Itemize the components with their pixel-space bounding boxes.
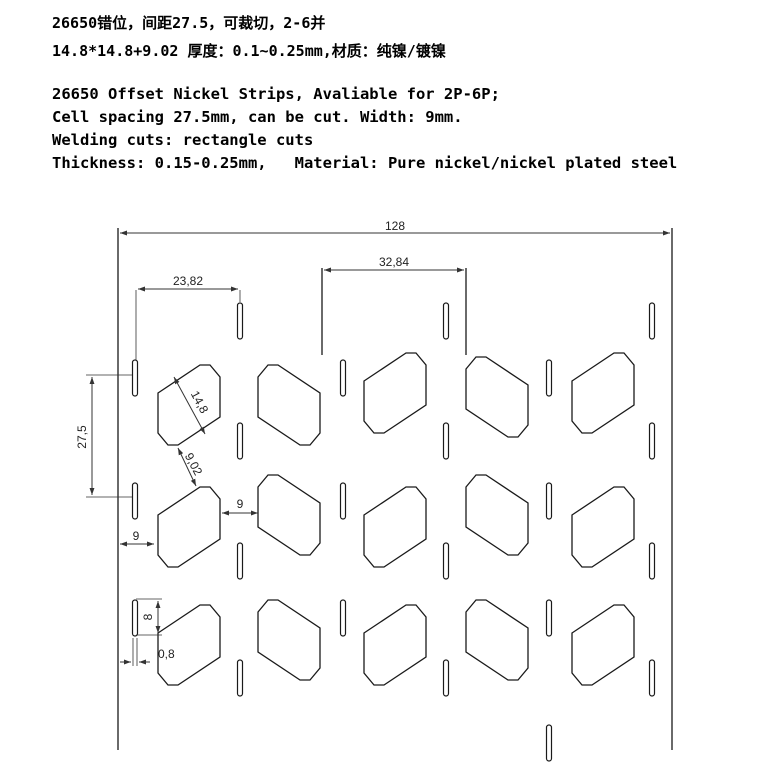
weld-pads (157, 352, 635, 686)
spec-en-line-1: 26650 Offset Nickel Strips, Avaliable fo… (52, 85, 500, 103)
dim-slot-width-label: 0,8 (158, 647, 175, 661)
dim-total-width-label: 128 (385, 219, 405, 233)
slot-cut (442, 302, 450, 340)
dim-offset-spacing-label: 32,84 (379, 255, 409, 269)
slot-cut (545, 359, 553, 397)
dim-pitch-x: 23,82 (135, 274, 241, 360)
dim-slot-length: 8 (136, 598, 162, 636)
slot-cut (339, 482, 347, 520)
weld-pad (257, 599, 321, 681)
dim-slot-width: 0,8 (120, 638, 175, 666)
dim-bridge-gap: 9 (222, 497, 258, 516)
weld-pad (157, 604, 221, 686)
dim-strip-width: 9 (120, 529, 154, 547)
weld-pad (571, 604, 635, 686)
slot-cut (131, 599, 139, 637)
slot-cut (236, 659, 244, 697)
slot-cut (236, 302, 244, 340)
dim-pad-side: 14,8 (173, 376, 211, 435)
slot-cut (648, 422, 656, 460)
spec-cn-line-2: 14.8*14.8+9.02 厚度：0.1~0.25mm,材质：纯镍/镀镍 (52, 42, 446, 60)
weld-pad (571, 486, 635, 568)
weld-pad (257, 364, 321, 446)
strip-outline (117, 228, 673, 750)
slot-cut (131, 482, 139, 520)
dim-strip-width-label: 9 (133, 529, 140, 543)
slot-cut (545, 724, 553, 762)
spec-cn-line-1: 26650错位，间距27.5，可裁切，2-6并 (52, 14, 326, 32)
slot-cut (131, 359, 139, 397)
weld-pad (465, 356, 529, 438)
dim-pad-side-label: 14,8 (188, 389, 211, 416)
dim-offset-spacing: 32,84 (324, 255, 464, 273)
slot-cut (648, 302, 656, 340)
slot-cut (339, 599, 347, 637)
slot-cut (236, 422, 244, 460)
spec-en-line-3: Welding cuts: rectangle cuts (52, 131, 314, 149)
slot-cut (545, 599, 553, 637)
weld-pad (157, 364, 221, 446)
dim-cell-spacing: 27,5 (75, 374, 132, 498)
weld-pad (571, 352, 635, 434)
slot-cut (236, 542, 244, 580)
weld-pad (363, 486, 427, 568)
weld-pad (363, 352, 427, 434)
slot-cut (648, 542, 656, 580)
spec-en-line-4: Thickness: 0.15-0.25mm, Material: Pure n… (52, 154, 678, 172)
dim-total-width: 128 (120, 219, 670, 236)
slot-cut (339, 359, 347, 397)
dim-pad-gap: 9,02 (177, 447, 205, 487)
spec-en-line-2: Cell spacing 27.5mm, can be cut. Width: … (52, 108, 463, 126)
dim-pitch-x-label: 23,82 (173, 274, 203, 288)
slot-cut (442, 659, 450, 697)
weld-pad (257, 474, 321, 556)
weld-pad (465, 474, 529, 556)
weld-pad (363, 604, 427, 686)
slot-cut (442, 542, 450, 580)
rectangle-cuts (131, 302, 656, 762)
dim-cell-spacing-label: 27,5 (75, 425, 89, 449)
weld-pad (157, 486, 221, 568)
slot-cut (648, 659, 656, 697)
dim-slot-length-label: 8 (141, 613, 155, 620)
slot-cut (545, 482, 553, 520)
slot-cut (442, 422, 450, 460)
weld-pad (465, 599, 529, 681)
dim-bridge-gap-label: 9 (237, 497, 244, 511)
